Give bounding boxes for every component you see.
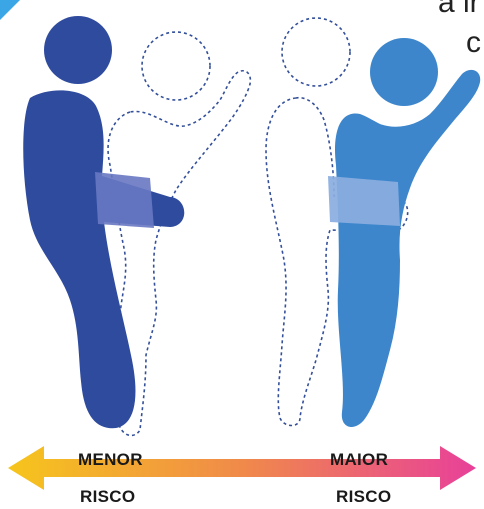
scale-label-risco-left: RISCO [80, 488, 135, 505]
left-figure-head [44, 16, 112, 84]
right-figure-body [335, 70, 480, 427]
right-figure-band [328, 176, 400, 226]
scale-label-menor: MENOR [78, 451, 143, 468]
header-fragment-1: a ir [438, 0, 480, 18]
right-figure [328, 38, 480, 427]
right-figure-head [370, 38, 438, 106]
header-fragment-2: c [466, 28, 481, 58]
left-figure [23, 16, 184, 428]
scale-label-risco-right: RISCO [336, 488, 391, 505]
corner-accent [0, 0, 20, 20]
left-figure-band [95, 172, 154, 228]
scale-label-maior: MAIOR [330, 451, 388, 468]
left-figure-body [23, 90, 184, 428]
